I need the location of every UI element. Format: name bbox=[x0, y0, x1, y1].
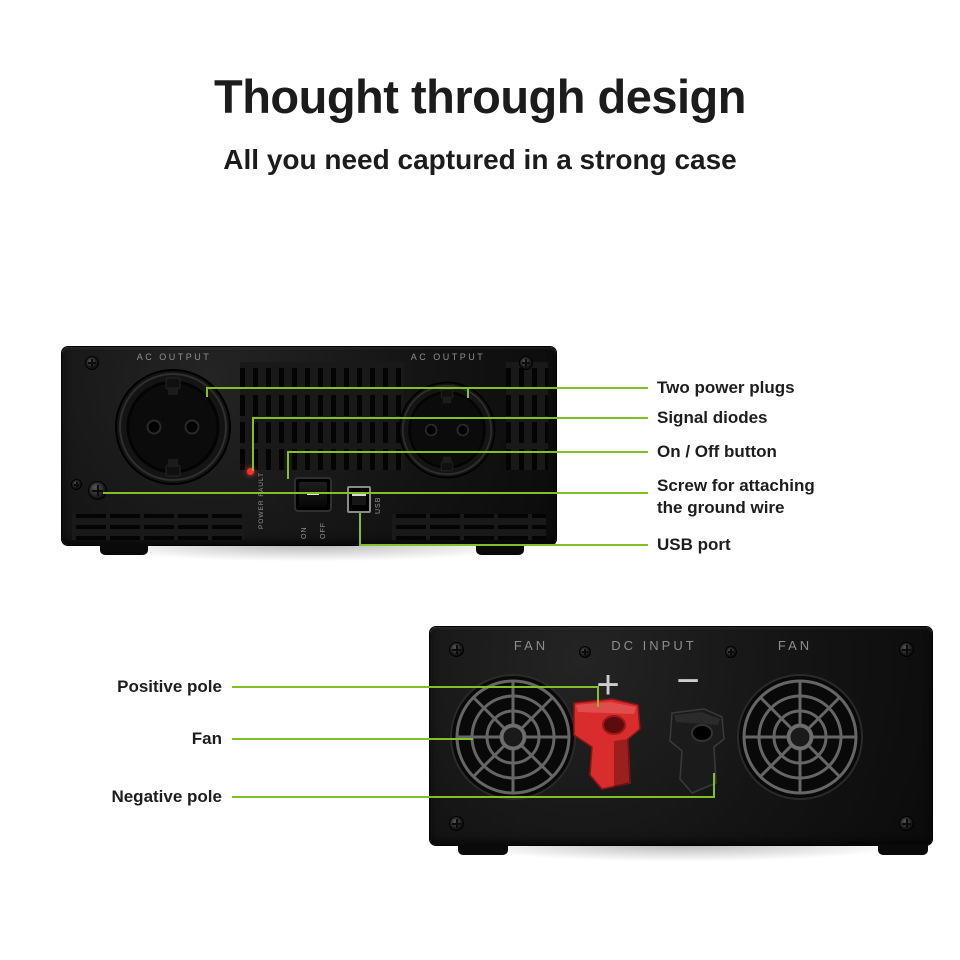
rocker-mark bbox=[307, 491, 319, 495]
screw-icon bbox=[72, 480, 81, 489]
dc-input-label: DC INPUT bbox=[611, 638, 697, 653]
minus-symbol: − bbox=[676, 659, 700, 703]
callout-on-off-button: On / Off button bbox=[657, 442, 777, 461]
negative-terminal bbox=[669, 708, 725, 794]
ac-output-right-label: AC OUTPUT bbox=[410, 352, 486, 362]
ventilation-slots bbox=[240, 362, 404, 470]
fan-right-label: FAN bbox=[777, 638, 813, 653]
ventilation-slots bbox=[72, 514, 244, 540]
screw-icon bbox=[580, 647, 590, 657]
screw-icon bbox=[900, 817, 913, 830]
ac-output-left-label: AC OUTPUT bbox=[136, 352, 212, 362]
ventilation-slots bbox=[506, 362, 548, 470]
callout-two-power-plugs: Two power plugs bbox=[657, 378, 795, 397]
screw-icon bbox=[520, 357, 532, 369]
callout-fan: Fan bbox=[191, 729, 222, 748]
ground-screw bbox=[89, 482, 106, 499]
callout-negative-pole: Negative pole bbox=[111, 787, 222, 806]
screw-icon bbox=[86, 357, 98, 369]
inverter-back-panel: FAN DC INPUT FAN + − bbox=[430, 627, 932, 863]
screw-icon bbox=[450, 643, 463, 656]
signal-diode-led bbox=[247, 468, 254, 475]
device-foot bbox=[100, 544, 148, 555]
switch-off-label: OFF bbox=[320, 522, 327, 539]
device-foot bbox=[458, 844, 508, 855]
callout-usb-port: USB port bbox=[657, 535, 731, 554]
screw-icon bbox=[726, 647, 736, 657]
page-title: Thought through design bbox=[214, 70, 746, 123]
usb-port-label: USB bbox=[375, 496, 382, 514]
ac-socket-right bbox=[398, 381, 496, 479]
callout-positive-pole: Positive pole bbox=[117, 677, 222, 696]
screw-icon bbox=[900, 643, 913, 656]
device-foot bbox=[476, 544, 524, 555]
inverter-front-panel: AC OUTPUT AC OUTPUT bbox=[62, 347, 556, 563]
on-off-switch bbox=[294, 477, 332, 512]
power-fault-label: POWER FAULT bbox=[258, 471, 265, 529]
page-subtitle: All you need captured in a strong case bbox=[223, 144, 737, 175]
positive-terminal bbox=[573, 698, 641, 790]
usb-tongue bbox=[352, 493, 366, 505]
rocker-face bbox=[299, 482, 327, 507]
ventilation-slots bbox=[392, 514, 546, 540]
fan-grille-right bbox=[737, 674, 863, 800]
device-foot bbox=[878, 844, 928, 855]
callout-ground-screw: Screw for attaching the ground wire bbox=[657, 476, 815, 517]
plus-symbol: + bbox=[596, 663, 620, 707]
fan-left-label: FAN bbox=[513, 638, 549, 653]
fan-grille-left bbox=[450, 674, 576, 800]
callout-signal-diodes: Signal diodes bbox=[657, 408, 768, 427]
usb-port bbox=[347, 486, 371, 513]
ac-socket-left bbox=[115, 369, 231, 485]
screw-icon bbox=[450, 817, 463, 830]
switch-on-label: ON bbox=[301, 526, 308, 540]
